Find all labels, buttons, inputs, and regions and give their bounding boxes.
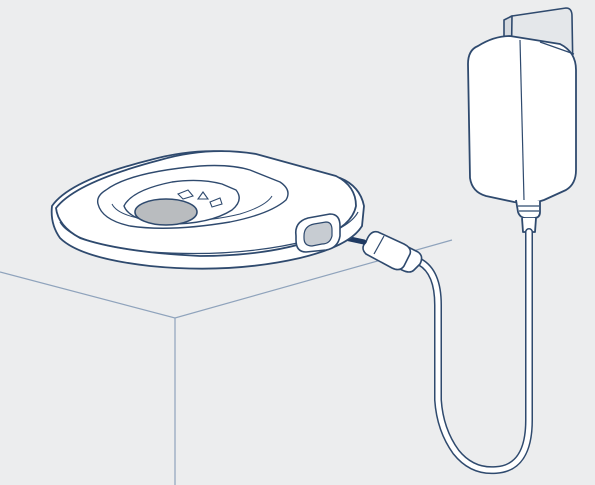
- power-button: [135, 199, 197, 225]
- charging-port: [296, 214, 340, 252]
